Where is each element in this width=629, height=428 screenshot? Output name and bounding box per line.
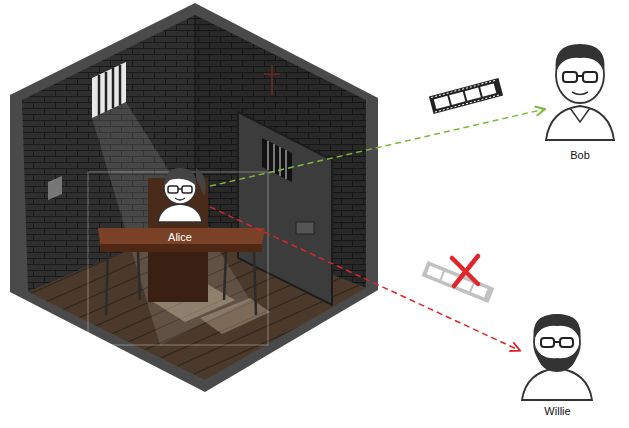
willie-avatar (522, 314, 592, 400)
bob-avatar (546, 44, 614, 140)
chair-base (148, 252, 208, 302)
door-bars (268, 141, 286, 179)
door-slot (296, 222, 314, 234)
person-node: Bob (545, 40, 615, 162)
dashed-arrow (210, 109, 545, 186)
light-patch (200, 298, 270, 334)
dashed-arrow (210, 207, 520, 351)
cell-door (238, 112, 332, 305)
block-cross (452, 256, 478, 286)
desk-edge (100, 244, 262, 252)
cross (264, 65, 280, 95)
desk-legs (106, 252, 256, 315)
person-name: Bob (535, 149, 625, 162)
person-name: Willie (510, 405, 605, 418)
person-node: Alice (150, 142, 210, 244)
person-node: Willie (520, 318, 595, 418)
person-name: Alice (140, 231, 220, 244)
desk-top (98, 228, 265, 244)
film-strip (429, 78, 503, 114)
wall-box (48, 176, 62, 200)
door-window (262, 138, 292, 182)
alice-avatar (158, 168, 206, 222)
focus-frame (88, 172, 268, 345)
room-frame (10, 3, 378, 392)
